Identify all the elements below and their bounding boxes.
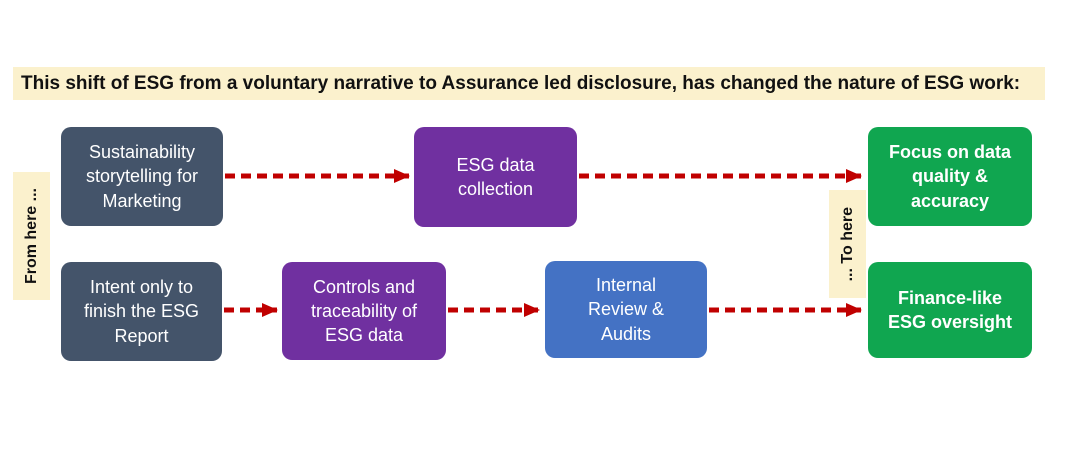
box-label: Controls and traceability of ESG data <box>310 276 418 346</box>
title-band: This shift of ESG from a voluntary narra… <box>13 67 1045 100</box>
box-label: Finance-like ESG oversight <box>887 287 1013 332</box>
box-label: Sustainability storytelling for Marketin… <box>85 142 199 211</box>
box-label: ESG data collection <box>456 154 535 199</box>
to-here-text: ... To here <box>838 206 856 282</box>
box-esg-data-collection: ESG data collection <box>414 127 577 227</box>
to-here-label: ... To here <box>829 190 866 298</box>
diagram-title: This shift of ESG from a voluntary narra… <box>21 72 1021 94</box>
box-intent-finish-esg-report: Intent only to finish the ESG Report <box>61 262 222 361</box>
box-label: Focus on data quality & accuracy <box>888 142 1011 211</box>
from-here-label: From here ... <box>13 172 50 300</box>
box-finance-like-oversight: Finance-like ESG oversight <box>868 262 1032 358</box>
box-sustainability-storytelling: Sustainability storytelling for Marketin… <box>61 127 223 226</box>
box-controls-traceability: Controls and traceability of ESG data <box>282 262 446 360</box>
box-internal-review-audits: Internal Review & Audits <box>545 261 707 358</box>
box-label: Internal Review & Audits <box>587 275 665 344</box>
from-here-text: From here ... <box>22 187 40 285</box>
box-focus-data-quality: Focus on data quality & accuracy <box>868 127 1032 226</box>
box-label: Intent only to finish the ESG Report <box>83 277 200 346</box>
